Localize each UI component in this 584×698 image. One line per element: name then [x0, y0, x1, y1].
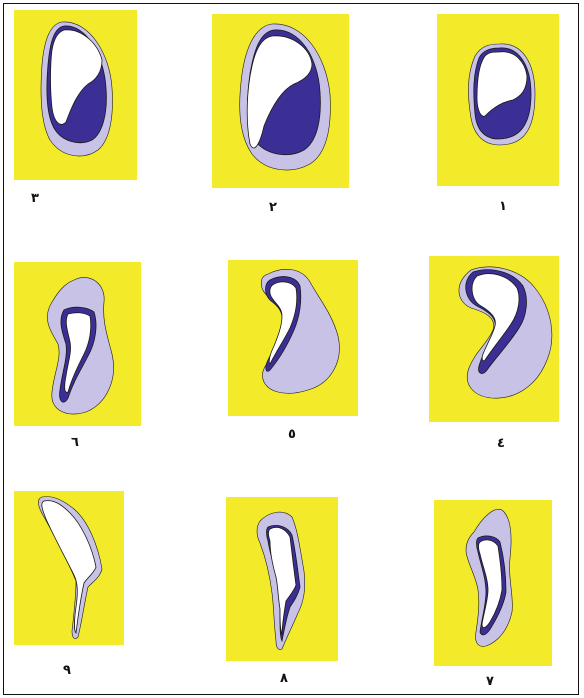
- curved-section-icon: [228, 260, 358, 416]
- ovoid-section-icon: [437, 14, 559, 186]
- label-1: ١: [499, 200, 507, 214]
- label-9: ٩: [63, 664, 71, 678]
- panel-5: [228, 260, 358, 416]
- label-4: ٤: [497, 437, 505, 451]
- narrow-section-icon: [14, 491, 124, 645]
- panel-7: [434, 500, 552, 666]
- panel-1: [437, 14, 559, 186]
- ovoid-section-icon: [212, 14, 349, 188]
- label-6: ٦: [71, 436, 79, 450]
- narrow-section-icon: [226, 497, 338, 661]
- ovoid-section-icon: [14, 10, 137, 180]
- label-5: ٥: [288, 428, 296, 442]
- curved-section-icon: [14, 262, 141, 426]
- narrow-section-icon: [434, 500, 552, 666]
- label-7: ٧: [486, 675, 494, 689]
- panel-3: [14, 10, 137, 180]
- label-3: ٣: [31, 192, 39, 206]
- panel-4: [429, 256, 559, 422]
- panel-8: [226, 497, 338, 661]
- label-8: ٨: [280, 672, 288, 686]
- panel-2: [212, 14, 349, 188]
- label-2: ٢: [269, 201, 277, 215]
- curved-section-icon: [429, 256, 559, 422]
- panel-9: [14, 491, 124, 645]
- panel-6: [14, 262, 141, 426]
